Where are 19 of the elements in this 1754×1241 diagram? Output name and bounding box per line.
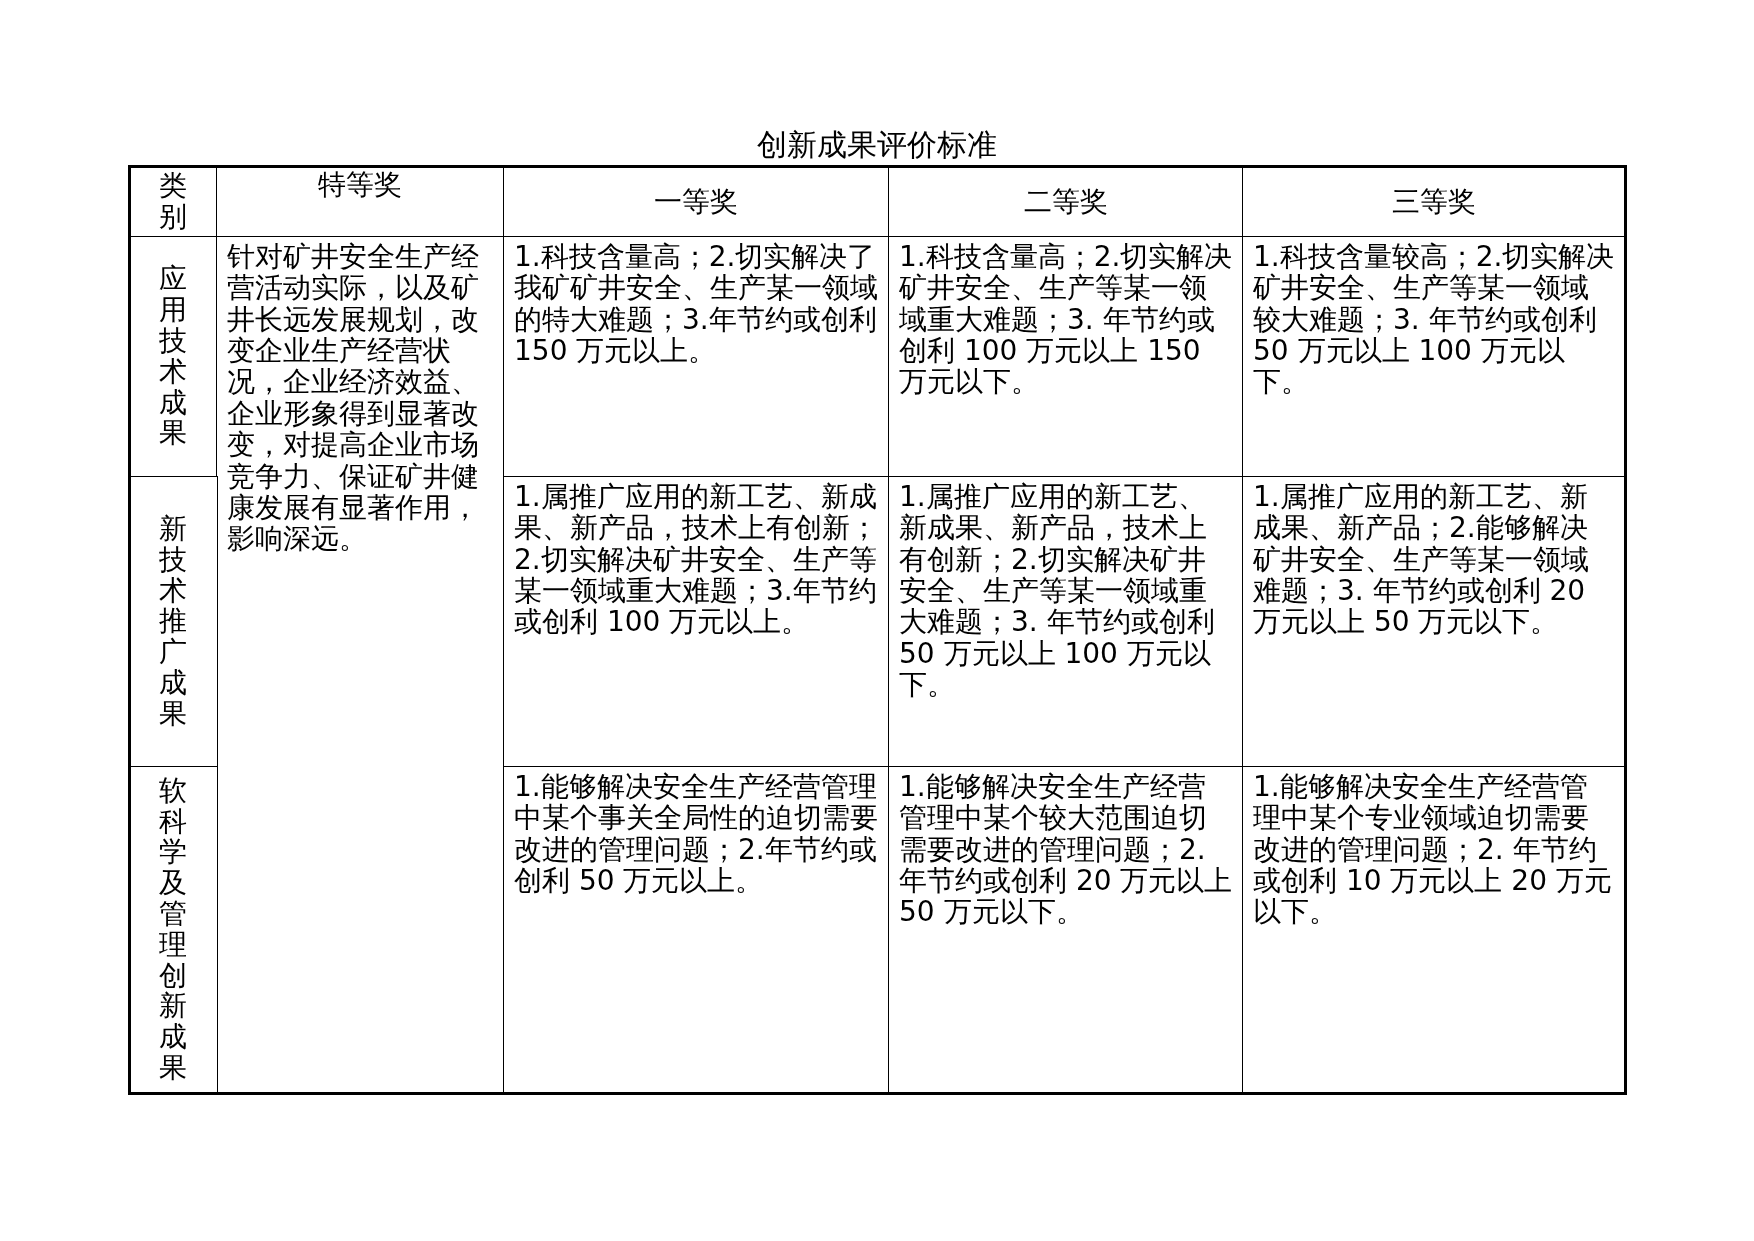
- criteria-text: 1.属推广应用的新工艺、新成果、新产品，技术上有创新；2.切实解决矿井安全、生产等某一领域重大难题；3.年节约或创利 100 万元以上。: [513, 479, 879, 640]
- row-header: 软科学及管理创新成果: [159, 772, 188, 1086]
- criteria-text: 1.属推广应用的新工艺、新成果、新产品，技术上有创新；2.切实解决矿井安全、生产等某一领域重大难题；3. 年节约或创利 50 万元以上 100 万元以下。: [898, 479, 1216, 703]
- column-header: 一等奖: [653, 184, 740, 220]
- criteria-text: 1.科技含量较高；2.切实解决矿井安全、生产等某一领域较大难题；3. 年节约或创利 50 万元以上 100 万元以下。: [1252, 239, 1616, 400]
- row-header: 新技术推广成果: [159, 510, 188, 732]
- row-header: 应用技术成果: [159, 261, 188, 452]
- column-header: 类别: [159, 170, 188, 233]
- criteria-text: 针对矿井安全生产经营活动实际，以及矿井长远发展规划，改变企业生产经营状况，企业经济效益、企业形象得到显著改变，对提高企业市场竞争力、保证矿井健康发展有显著作用，影响深远。: [226, 239, 480, 557]
- criteria-text: 1.能够解决安全生产经营管理中某个较大范围迫切需要改进的管理问题；2. 年节约或创利 20 万元以上 50 万元以下。: [898, 769, 1234, 930]
- column-header: 特等奖: [317, 167, 404, 203]
- column-header: 三等奖: [1390, 184, 1477, 220]
- column-header: 二等奖: [1022, 184, 1109, 220]
- criteria-text: 1.能够解决安全生产经营管理中某个专业领域迫切需要改进的管理问题；2. 年节约或创利 10 万元以上 20 万元以下。: [1252, 769, 1613, 930]
- criteria-text: 1.科技含量高；2.切实解决了我矿矿井安全、生产某一领域的特大难题；3.年节约或创利 150 万元以上。: [513, 239, 879, 369]
- criteria-text: 1.能够解决安全生产经营管理中某个事关全局性的迫切需要改进的管理问题；2.年节约或创利 50 万元以上。: [513, 769, 879, 899]
- table-title: 创新成果评价标准: [757, 126, 997, 164]
- criteria-text: 1.科技含量高；2.切实解决矿井安全、生产等某一领域重大难题；3. 年节约或创利 100 万元以上 150 万元以下。: [898, 239, 1234, 400]
- criteria-text: 1.属推广应用的新工艺、新成果、新产品；2.能够解决矿井安全、生产等某一领域难题；3. 年节约或创利 20 万元以上 50 万元以下。: [1252, 479, 1590, 640]
